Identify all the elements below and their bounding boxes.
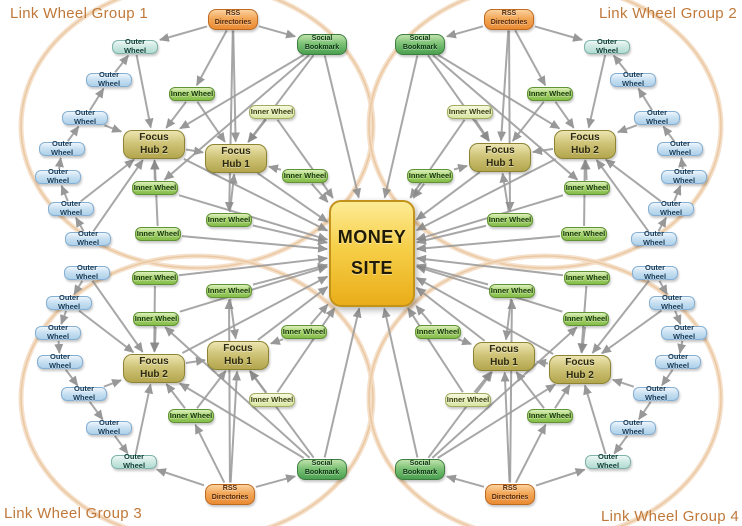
inner-wheel-node: Inner Wheel [133,312,179,326]
inner-wheel-node: Inner Wheel [169,87,215,101]
outer-wheel-node: Outer Wheel [649,294,695,311]
money-site-node: MONEY SITE [329,199,415,307]
inner-wheel-node: Inner Wheel [135,227,181,241]
rss-directories-node: RSS Directories [208,8,258,30]
outer-wheel-node: Outer Wheel [655,353,701,370]
inner-wheel-node: Inner Wheel [132,181,178,195]
outer-wheel-node: Outer Wheel [61,385,107,402]
inner-wheel-node: Inner Wheel [564,181,610,195]
outer-wheel-node: Outer Wheel [62,109,108,126]
rss-directories-node: RSS Directories [485,483,535,505]
outer-wheel-node: Outer Wheel [661,168,707,185]
inner-wheel-node: Inner Wheel [489,284,535,298]
inner-wheel-node: Inner Wheel [564,271,610,285]
social-bookmark-node: Social Bookmark [297,33,347,55]
inner-wheel-node: Inner Wheel [407,169,453,183]
inner-wheel-node: Inner Wheel [249,393,295,407]
focus-hub-node: Focus Hub 2 [123,129,185,159]
inner-wheel-node: Inner Wheel [445,393,491,407]
focus-hub-node: Focus Hub 1 [469,142,531,172]
outer-wheel-node: Outer Wheel [648,200,694,217]
inner-wheel-node: Inner Wheel [447,105,493,119]
inner-wheel-node: Inner Wheel [206,284,252,298]
outer-wheel-node: Outer Wheel [661,324,707,341]
social-bookmark-node: Social Bookmark [395,458,445,480]
group-1-label: Link Wheel Group 1 [10,5,148,22]
focus-hub-node: Focus Hub 2 [123,353,185,383]
inner-wheel-node: Inner Wheel [563,312,609,326]
outer-wheel-node: Outer Wheel [112,38,158,55]
group-circles [18,0,724,526]
outer-wheel-node: Outer Wheel [633,385,679,402]
group-4-label: Link Wheel Group 4 [601,508,739,525]
social-bookmark-node: Social Bookmark [297,458,347,480]
inner-wheel-node: Inner Wheel [282,169,328,183]
outer-wheel-node: Outer Wheel [39,140,85,157]
focus-hub-node: Focus Hub 1 [207,340,269,370]
outer-wheel-node: Outer Wheel [657,140,703,157]
outer-wheel-node: Outer Wheel [64,264,110,281]
outer-wheel-node: Outer Wheel [584,38,630,55]
outer-wheel-node: Outer Wheel [632,264,678,281]
inner-wheel-node: Inner Wheel [561,227,607,241]
outer-wheel-node: Outer Wheel [111,453,157,470]
social-bookmark-node: Social Bookmark [395,33,445,55]
inner-wheel-node: Inner Wheel [249,105,295,119]
rss-directories-node: RSS Directories [205,483,255,505]
outer-wheel-node: Outer Wheel [48,200,94,217]
inner-wheel-node: Inner Wheel [206,213,252,227]
focus-hub-node: Focus Hub 1 [473,341,535,371]
inner-wheel-node: Inner Wheel [527,409,573,423]
outer-wheel-node: Outer Wheel [35,168,81,185]
inner-wheel-node: Inner Wheel [415,325,461,339]
outer-wheel-node: Outer Wheel [37,353,83,370]
focus-hub-node: Focus Hub 2 [554,129,616,159]
focus-hub-node: Focus Hub 1 [205,143,267,173]
rss-directories-node: RSS Directories [484,8,534,30]
inner-wheel-node: Inner Wheel [281,325,327,339]
inner-wheel-node: Inner Wheel [168,409,214,423]
group-2-label: Link Wheel Group 2 [599,5,737,22]
link-arrows [54,25,688,488]
outer-wheel-node: Outer Wheel [65,230,111,247]
inner-wheel-node: Inner Wheel [132,271,178,285]
outer-wheel-node: Outer Wheel [86,419,132,436]
outer-wheel-node: Outer Wheel [46,294,92,311]
outer-wheel-node: Outer Wheel [610,419,656,436]
inner-wheel-node: Inner Wheel [487,213,533,227]
outer-wheel-node: Outer Wheel [634,109,680,126]
outer-wheel-node: Outer Wheel [585,453,631,470]
inner-wheel-node: Inner Wheel [527,87,573,101]
group-3-label: Link Wheel Group 3 [4,505,142,522]
outer-wheel-node: Outer Wheel [631,230,677,247]
outer-wheel-node: Outer Wheel [610,71,656,88]
outer-wheel-node: Outer Wheel [86,71,132,88]
focus-hub-node: Focus Hub 2 [549,354,611,384]
outer-wheel-node: Outer Wheel [35,324,81,341]
